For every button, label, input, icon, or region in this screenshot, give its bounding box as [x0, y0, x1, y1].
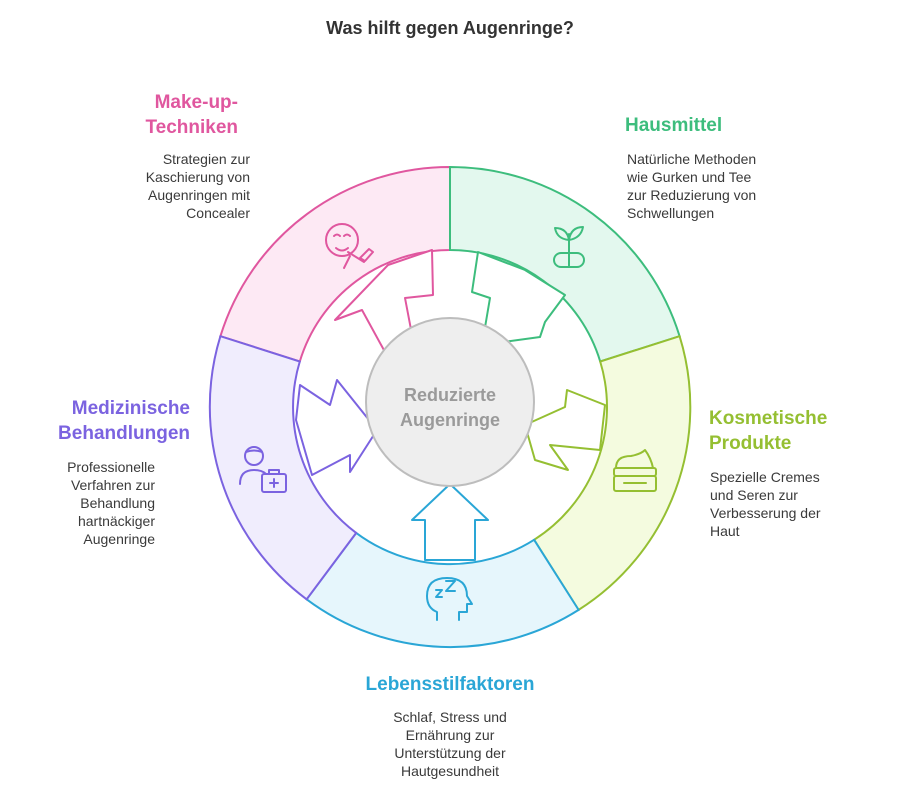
- lifestyle-desc-line: Ernährung zur: [405, 727, 495, 743]
- medical-description: Professionelle Verfahren zur Behandlung …: [20, 458, 155, 548]
- makeup-title: Make-up- Techniken: [110, 90, 238, 140]
- makeup-title-line1: Make-up-: [154, 92, 238, 113]
- plant-pill-icon: [553, 226, 585, 268]
- home-desc-line: Schwellungen: [627, 205, 715, 221]
- cream-jar-icon: [613, 449, 657, 492]
- center-label: Reduzierte Augenringe: [370, 383, 530, 433]
- medical-desc-line: hartnäckiger: [77, 513, 155, 529]
- medical-desc-line: Professionelle: [67, 459, 155, 475]
- lifestyle-description: Schlaf, Stress und Ernährung zur Unterst…: [350, 708, 550, 780]
- lifestyle-desc-line: Schlaf, Stress und: [393, 709, 507, 725]
- home-desc-line: wie Gurken und Tee: [627, 169, 752, 185]
- cosmetic-description: Spezielle Cremes und Seren zur Verbesser…: [710, 468, 880, 540]
- home-description: Natürliche Methoden wie Gurken und Tee z…: [627, 150, 797, 222]
- arrow-cosmetic: [524, 389, 606, 471]
- cosmetic-desc-line: Verbesserung der: [710, 505, 821, 521]
- home-desc-line: zur Reduzierung von: [627, 187, 757, 203]
- cosmetic-title-line1: Kosmetische: [709, 408, 828, 429]
- medical-desc-line: Verfahren zur: [70, 477, 155, 493]
- lifestyle-title: Lebensstilfaktoren: [365, 674, 535, 695]
- cosmetic-title: Kosmetische Produkte: [709, 406, 889, 456]
- medical-title: Medizinische Behandlungen: [30, 396, 190, 446]
- face-brush-icon: [325, 223, 374, 269]
- arrow-medical: [295, 379, 378, 476]
- medical-desc-line: Behandlung: [80, 495, 155, 511]
- makeup-title-line2: Techniken: [145, 117, 238, 138]
- makeup-description: Strategien zur Kaschierung von Augenring…: [100, 150, 250, 222]
- makeup-desc-line: Augenringen mit: [148, 187, 250, 203]
- makeup-desc-line: Strategien zur: [162, 151, 250, 167]
- makeup-desc-line: Concealer: [186, 205, 250, 221]
- arrow-lifestyle: [411, 483, 489, 561]
- segment-cosmetic: [532, 334, 692, 612]
- cosmetic-desc-line: Spezielle Cremes: [710, 469, 820, 485]
- segment-medical: [208, 334, 358, 601]
- medical-title-line1: Medizinische: [71, 398, 190, 419]
- home-desc-line: Natürliche Methoden: [627, 151, 757, 167]
- home-title: Hausmittel: [625, 115, 723, 136]
- cosmetic-desc-line: und Seren zur: [710, 487, 798, 503]
- cosmetic-desc-line: Haut: [710, 523, 740, 539]
- center-label-line2: Augenringe: [399, 410, 500, 430]
- medical-desc-line: Augenringe: [83, 531, 155, 547]
- doctor-kit-icon: [239, 446, 287, 493]
- lifestyle-desc-line: Hautgesundheit: [400, 763, 500, 779]
- sleep-head-icon: [426, 577, 473, 621]
- makeup-desc-line: Kaschierung von: [145, 169, 250, 185]
- center-label-line1: Reduzierte: [403, 385, 497, 405]
- center-circle: [365, 317, 535, 487]
- diagram-title: Was hilft gegen Augenringe?: [326, 18, 574, 38]
- lifestyle-desc-line: Unterstützung der: [394, 745, 506, 761]
- medical-title-line2: Behandlungen: [58, 423, 190, 444]
- cosmetic-title-line2: Produkte: [709, 433, 792, 454]
